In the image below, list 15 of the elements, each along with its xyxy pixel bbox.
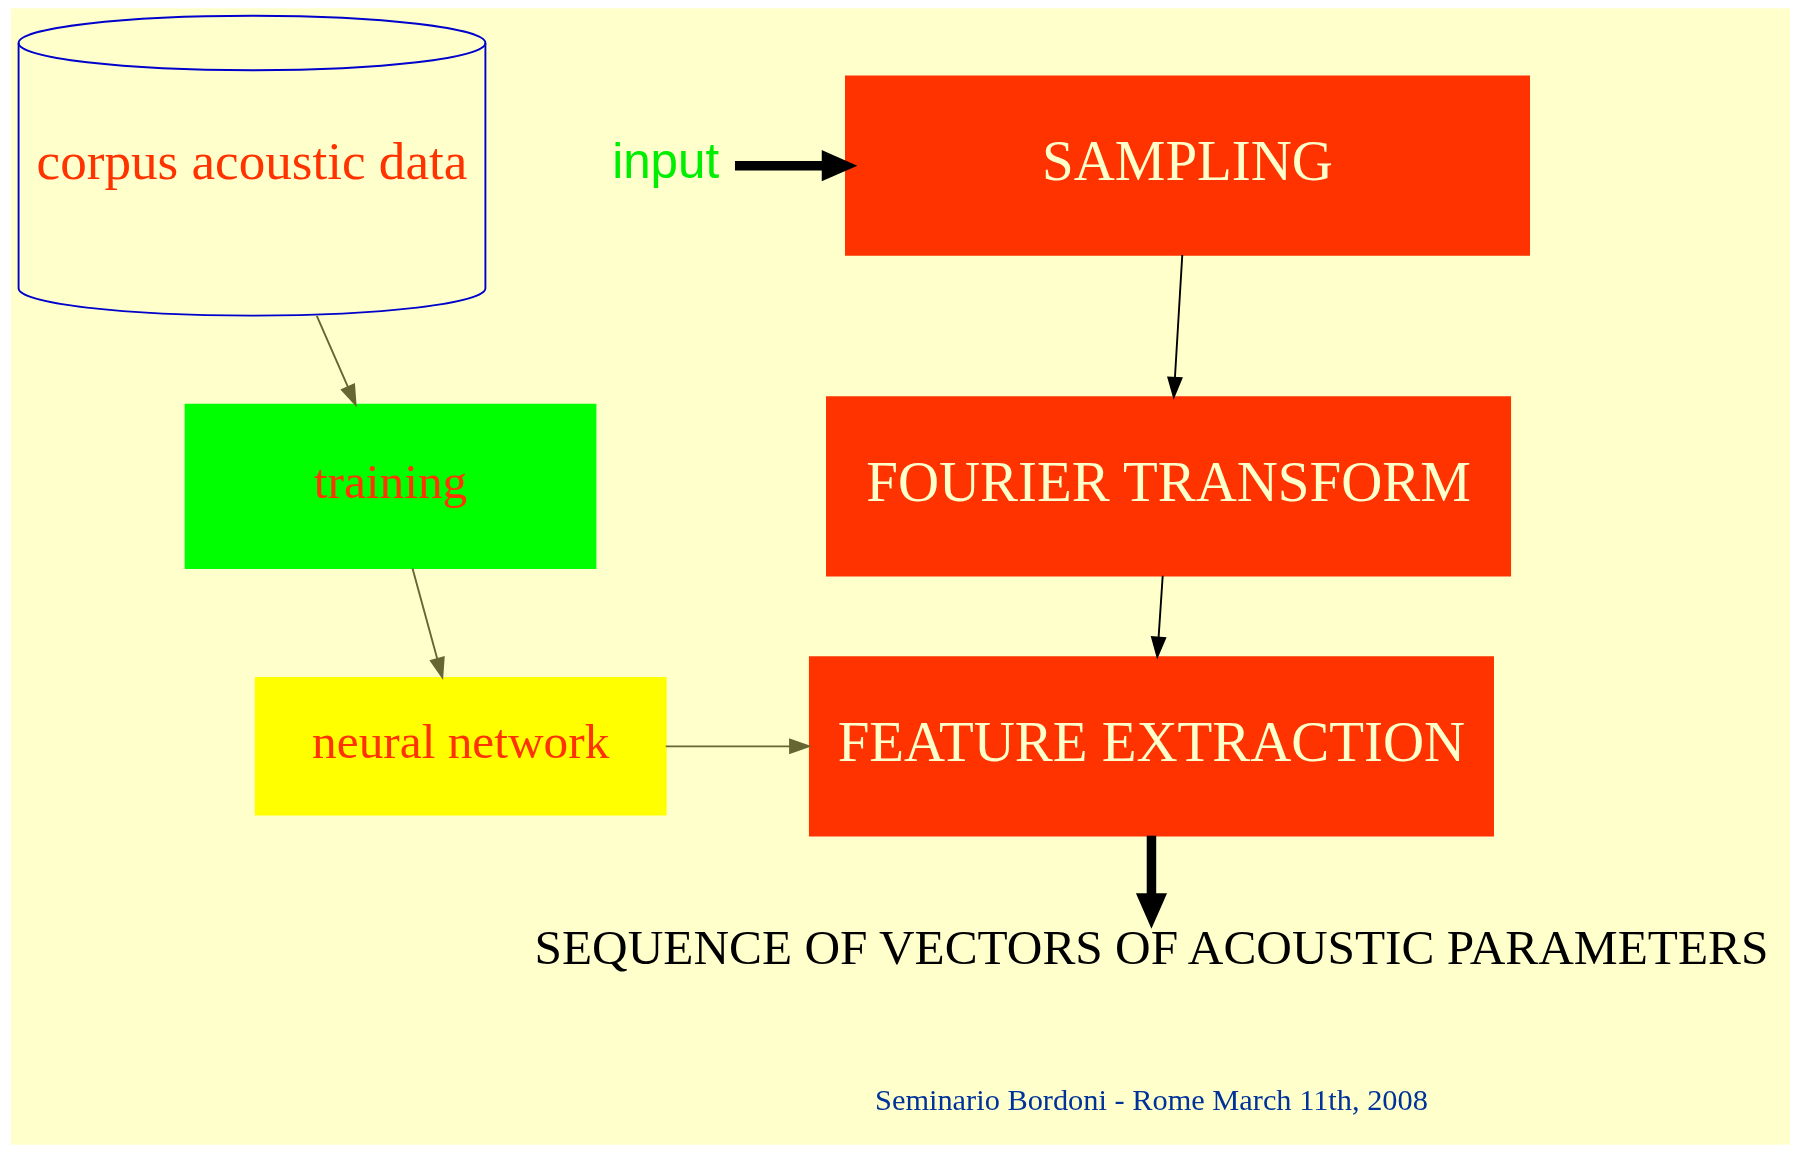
node-box: neural network [254,677,667,816]
arrow [315,314,357,408]
node-box: SAMPLING [845,75,1531,256]
arrow [1167,254,1184,400]
arrow [1150,574,1167,660]
arrow [734,150,858,182]
node-text: input [612,132,720,188]
label: Seminario Bordoni - Rome March 11th, 2008 [875,1083,1428,1118]
arrow [1135,835,1168,929]
node-box: FOURIER TRANSFORM [826,396,1512,577]
arrow [411,567,445,681]
node-box: FEATURE EXTRACTION [808,656,1494,837]
node-text: SEQUENCE OF VECTORS OF ACOUSTIC PARAMETERS [534,920,1769,976]
arrow [664,738,812,755]
node-box: training [184,403,597,569]
